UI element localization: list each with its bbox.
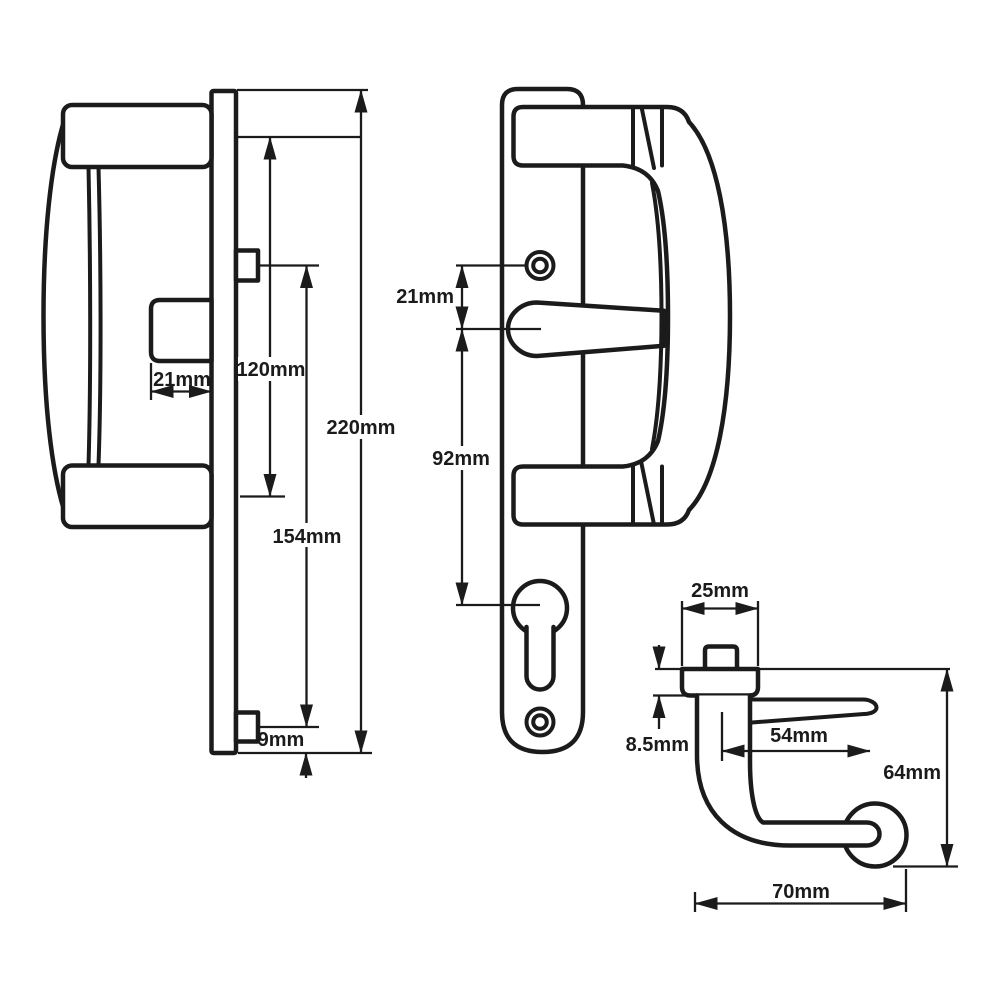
dim-label-block-centres: 120mm [237,359,306,381]
cylinder-hole-circle [510,578,570,638]
dimension-base-width: 25mm [680,580,760,666]
dimension-grip-length: 54mm [720,712,871,761]
fixing-lug-top [233,248,261,283]
dim-label-screw-centres: 154mm [273,526,342,548]
dim-label-screw-to-spindle: 21mm [396,286,454,308]
grip-top-edge [750,697,879,725]
dim-label-overall-height: 220mm [327,417,396,439]
dimension-overall-projection: 70mm [693,869,908,912]
dimension-base-depth: 8.5mm [626,645,950,756]
grip-front-edge-outer [86,165,93,468]
snib-housing-side [148,297,214,364]
handle-neck-arm [694,693,882,848]
cylinder-hole-slot [524,624,556,692]
side-view: 21mm 120mm 154mm 220mm 9m [41,88,396,778]
dimension-overall-height: 220mm [237,88,396,755]
dim-label-base-depth: 8.5mm [626,734,689,756]
handle-block-bottom-side [60,463,214,530]
front-view: 21mm 92mm [396,86,733,755]
dimension-screw-to-spindle: 21mm [396,264,541,331]
dimension-lug-offset: 9mm [258,729,313,778]
dimension-case-depth: 21mm [149,363,212,400]
screw-hole-top-outer [524,250,556,281]
backplate-side-outline [209,88,239,756]
dim-label-spindle-to-cylinder: 92mm [432,448,490,470]
screw-hole-top-inner [531,256,549,275]
block-top-detail-diagonal [639,105,656,170]
dimension-spindle-to-cylinder: 92mm [432,328,540,607]
base-flange [679,666,761,698]
block-bottom-detail-diagonal [639,461,656,527]
screw-hole-bottom-inner [531,713,549,731]
dim-label-projection-height: 64mm [883,762,941,784]
dim-label-base-width: 25mm [691,580,749,602]
snib-lever [505,300,667,359]
dim-label-lug-offset: 9mm [258,729,305,751]
handle-block-top-side [60,102,214,170]
fixing-lug-bottom [233,710,261,744]
grip-bow-edge [41,109,70,519]
screw-hole-bottom-outer [524,706,556,738]
dimension-screw-centres: 154mm [258,264,342,729]
dimension-block-centres: 120mm [237,135,361,498]
dim-label-case-depth: 21mm [153,369,211,391]
spindle-tab [702,644,740,672]
grip-face-line [650,181,664,451]
dim-label-grip-length: 54mm [770,725,828,747]
dimension-projection-height: 64mm [883,668,958,868]
top-view: 25mm 8.5mm 54mm 64mm 70mm [626,580,958,912]
grip-front-edge-inner [96,165,103,468]
dim-label-overall-projection: 70mm [772,881,830,903]
